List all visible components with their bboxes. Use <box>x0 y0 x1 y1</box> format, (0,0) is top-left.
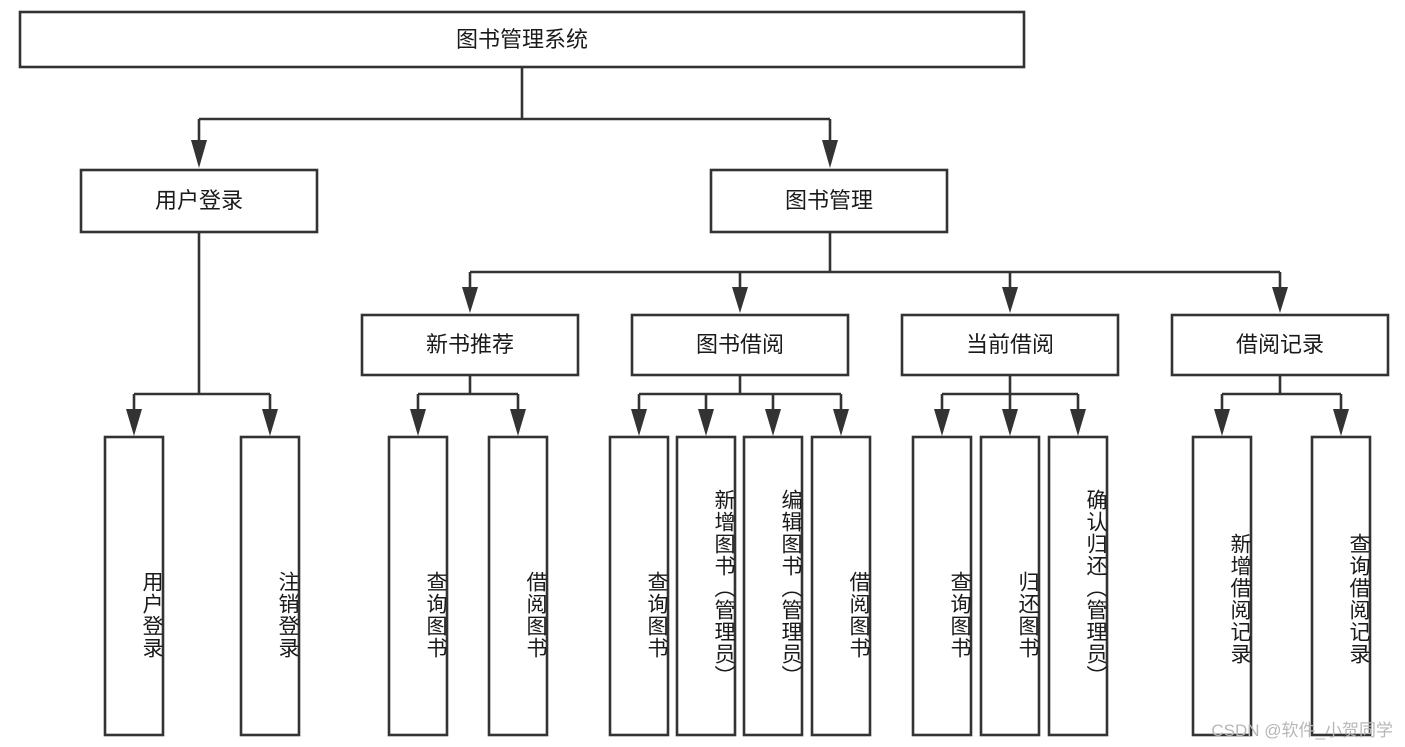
arrowhead-leaf-confirm-return <box>1070 409 1086 436</box>
connector-group-book-manage <box>462 232 1288 313</box>
node-box-leaf-query-book-1[interactable] <box>387 435 449 737</box>
arrowhead-leaf-query-book-2 <box>631 409 647 436</box>
csdn-watermark: CSDN @软件_小贺同学 <box>1211 721 1393 740</box>
node-label-book-manage: 图书管理 <box>785 188 873 213</box>
node-box-user-login[interactable] <box>79 168 319 234</box>
arrowhead-user-login <box>191 140 207 168</box>
arrowhead-leaf-edit-book <box>765 409 781 436</box>
node-label-user-login: 用户登录 <box>155 188 243 213</box>
node-box-borrow-record[interactable] <box>1170 313 1390 377</box>
node-box-leaf-query-record[interactable] <box>1310 435 1372 737</box>
node-label-borrow-record: 借阅记录 <box>1236 332 1324 357</box>
arrowhead-new-book-rec <box>462 287 478 313</box>
arrowhead-book-manage <box>822 140 838 168</box>
node-box-leaf-user-login[interactable] <box>103 435 165 737</box>
node-box-leaf-borrow-book-2[interactable] <box>810 435 872 737</box>
connector-group-root <box>191 67 838 168</box>
node-box-leaf-logout[interactable] <box>239 435 301 737</box>
node-box-root[interactable] <box>18 10 1026 69</box>
node-box-leaf-edit-book[interactable] <box>742 435 804 737</box>
node-box-new-book-rec[interactable] <box>360 313 580 377</box>
arrowhead-borrow-record <box>1272 287 1288 313</box>
node-box-current-borrow[interactable] <box>900 313 1120 377</box>
arrowhead-leaf-borrow-book-2 <box>833 409 849 436</box>
node-box-book-borrow[interactable] <box>630 313 850 377</box>
node-label-book-borrow: 图书借阅 <box>696 332 784 357</box>
arrowhead-leaf-logout <box>262 409 278 436</box>
arrowhead-leaf-query-book-3 <box>934 409 950 436</box>
arrowhead-leaf-query-book-1 <box>410 409 426 436</box>
connector-group-current-borrow <box>934 375 1086 436</box>
arrowhead-leaf-query-record <box>1333 409 1349 436</box>
node-box-leaf-confirm-return[interactable] <box>1047 435 1109 737</box>
node-label-current-borrow: 当前借阅 <box>966 332 1054 357</box>
connector-group-new-book-rec <box>410 375 526 436</box>
arrowhead-current-borrow <box>1002 287 1018 313</box>
arrowhead-leaf-add-record <box>1214 409 1230 436</box>
node-label-root: 图书管理系统 <box>456 27 588 52</box>
node-label-new-book-rec: 新书推荐 <box>426 332 514 357</box>
node-box-leaf-add-book[interactable] <box>675 435 737 737</box>
connector-group-borrow-record <box>1214 375 1349 436</box>
node-box-book-manage[interactable] <box>709 168 949 234</box>
node-box-leaf-query-book-3[interactable] <box>911 435 973 737</box>
node-box-leaf-borrow-book-1[interactable] <box>487 435 549 737</box>
connector-group-user-login <box>126 232 278 436</box>
connector-group-book-borrow <box>631 375 849 436</box>
arrowhead-leaf-borrow-book-1 <box>510 409 526 436</box>
arrowhead-leaf-add-book <box>698 409 714 436</box>
node-box-leaf-return-book[interactable] <box>979 435 1041 737</box>
arrowhead-book-borrow <box>732 287 748 313</box>
node-box-leaf-query-book-2[interactable] <box>608 435 670 737</box>
arrowhead-leaf-return-book <box>1002 409 1018 436</box>
arrowhead-leaf-user-login <box>126 409 142 436</box>
node-box-leaf-add-record[interactable] <box>1191 435 1253 737</box>
